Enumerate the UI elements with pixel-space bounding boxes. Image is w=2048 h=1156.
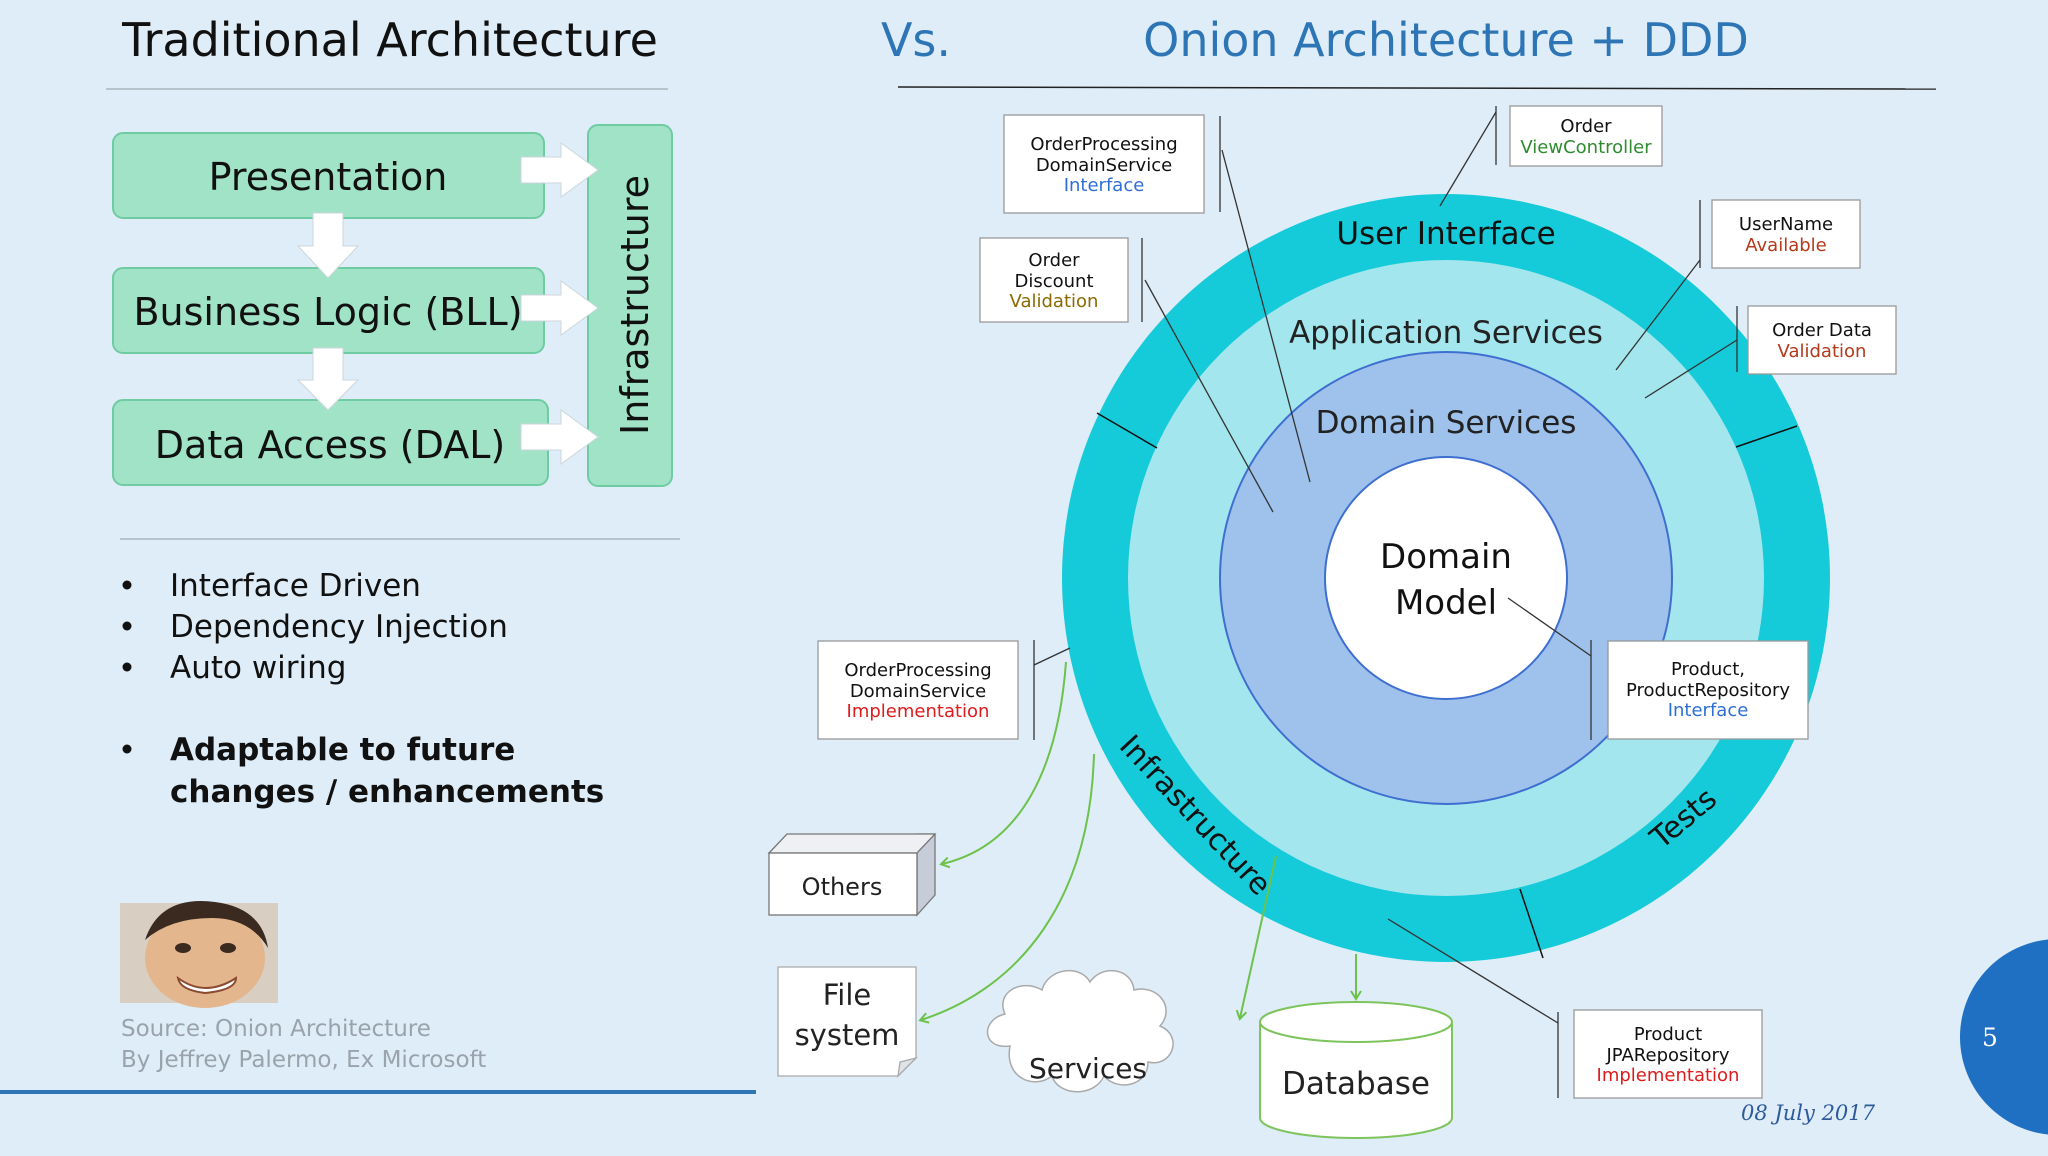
svg-text:OrderProcessing: OrderProcessing	[1030, 134, 1177, 155]
source-line1: Source: Onion Architecture	[121, 1016, 431, 1042]
domain-model-line1: Domain	[1380, 537, 1512, 577]
bullet-dependency-injection: Dependency Injection	[170, 609, 508, 645]
page-number-circle	[1960, 939, 2048, 1135]
svg-text:UserName: UserName	[1739, 214, 1833, 235]
ring-separator	[1519, 888, 1544, 959]
svg-text:Implementation: Implementation	[847, 701, 990, 722]
application-services-label: Application Services	[1289, 315, 1603, 351]
callout-username-available: UserName Available	[1711, 199, 1861, 269]
domain-model-line2: Model	[1395, 583, 1497, 623]
svg-text:JPARepository: JPARepository	[1605, 1045, 1729, 1066]
svg-text:Available: Available	[1745, 235, 1826, 256]
data-access-label: Data Access (DAL)	[155, 423, 505, 467]
svg-text:Validation: Validation	[1010, 291, 1099, 312]
callout-product-repository-interface: Product, ProductRepository Interface	[1607, 640, 1809, 740]
bullet-dot	[122, 580, 132, 590]
bullet-dot	[122, 662, 132, 672]
services-label: Services	[1029, 1052, 1147, 1085]
arrow-to-services	[1235, 855, 1277, 1021]
others-box: Others	[767, 833, 937, 917]
bullet-dot	[122, 621, 132, 631]
callout-order-data-validation: Order Data Validation	[1747, 305, 1897, 375]
domain-model-core	[1324, 456, 1568, 700]
bullet-dot	[122, 744, 132, 754]
arrow-to-file-system	[918, 753, 1095, 1024]
database-label: Database	[1282, 1066, 1430, 1102]
file-system-line2: system	[795, 1018, 900, 1052]
svg-text:Order Data: Order Data	[1772, 320, 1872, 341]
callout-leaders	[1033, 106, 1738, 1098]
down-arrow-1	[296, 212, 360, 279]
domain-services-label: Domain Services	[1316, 405, 1577, 441]
svg-text:OrderProcessing: OrderProcessing	[844, 660, 991, 681]
user-interface-label: User Interface	[1336, 216, 1555, 252]
left-title: Traditional Architecture	[121, 13, 658, 67]
svg-text:Implementation: Implementation	[1597, 1065, 1740, 1086]
svg-text:Discount: Discount	[1014, 271, 1093, 292]
svg-text:Product: Product	[1634, 1024, 1702, 1045]
svg-text:ProductRepository: ProductRepository	[1626, 680, 1790, 701]
onion-diagram: User Interface Application Services Doma…	[1062, 194, 1830, 962]
bullet-interface-driven: Interface Driven	[170, 568, 421, 604]
file-system-line1: File	[823, 978, 872, 1012]
presentation-label: Presentation	[209, 155, 448, 199]
bullet-list: Interface Driven Dependency Injection Au…	[122, 568, 604, 810]
vs-label: Vs.	[881, 13, 951, 67]
callout-order-processing-interface: OrderProcessing DomainService Interface	[1003, 114, 1205, 214]
source-line2: By Jeffrey Palermo, Ex Microsoft	[121, 1047, 486, 1073]
svg-text:Order: Order	[1028, 250, 1080, 271]
slide-date: 08 July 2017	[1741, 1101, 1876, 1125]
ring-separator	[1096, 412, 1158, 449]
down-arrow-2	[296, 347, 360, 411]
ring-separator	[1735, 425, 1798, 448]
svg-text:Order: Order	[1560, 116, 1612, 137]
svg-text:Interface: Interface	[1064, 175, 1145, 196]
database-cylinder: Database	[1259, 1001, 1453, 1139]
right-arrow-1	[520, 142, 599, 198]
right-title-rule	[897, 86, 1937, 90]
arrow-to-others	[939, 661, 1067, 869]
callout-order-discount-validation: Order Discount Validation	[979, 237, 1129, 323]
business-logic-label: Business Logic (BLL)	[133, 290, 522, 334]
bullet-adaptable-line1: Adaptable to future	[170, 732, 515, 768]
bullet-adaptable-line2: changes / enhancements	[170, 774, 604, 810]
file-system-box: File system	[777, 966, 919, 1078]
page-number: 5	[1982, 1023, 1998, 1052]
bullet-auto-wiring: Auto wiring	[170, 650, 346, 686]
callout-product-jpa-implementation: Product JPARepository Implementation	[1573, 1009, 1763, 1099]
right-arrow-2	[520, 280, 599, 336]
svg-text:Validation: Validation	[1778, 341, 1867, 362]
callout-order-processing-implementation: OrderProcessing DomainService Implementa…	[817, 640, 1019, 740]
traditional-diagram: Infrastructure Presentation Business Log…	[112, 124, 673, 487]
dependency-arrows	[918, 661, 1362, 1024]
author-avatar	[120, 901, 278, 1008]
right-arrow-3	[520, 409, 599, 465]
svg-text:DomainService: DomainService	[1036, 155, 1172, 176]
svg-text:Product,: Product,	[1671, 659, 1745, 680]
svg-text:DomainService: DomainService	[850, 681, 986, 702]
svg-text:Interface: Interface	[1668, 700, 1749, 721]
svg-text:ViewController: ViewController	[1520, 137, 1652, 158]
others-label: Others	[802, 873, 883, 901]
infrastructure-column-label: Infrastructure	[613, 175, 657, 435]
callout-order-view-controller: Order ViewController	[1509, 105, 1663, 167]
services-cloud: Services	[986, 969, 1174, 1093]
right-title: Onion Architecture + DDD	[1143, 13, 1749, 67]
